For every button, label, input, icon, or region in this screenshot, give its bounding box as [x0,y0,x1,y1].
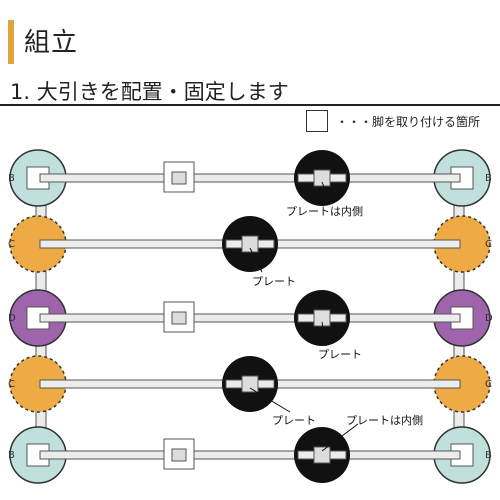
row-label: B [8,450,15,461]
leader-line [321,423,359,452]
callout-leaders [249,181,359,452]
callout-plate-inner: プレートは内側 [346,413,423,427]
header-accent-bar [8,20,14,64]
joint-plate [171,171,187,185]
row-label: D [8,313,16,324]
joint-plate [313,446,331,464]
girder-beam [39,313,461,323]
step-title: 1. 大引きを配置・固定します [10,80,289,104]
row-label: B [485,450,492,461]
row-c-lower: C C [8,355,492,413]
row-d-middle: D D [8,289,493,347]
end-circle-right [433,355,491,413]
legend-square-icon [306,110,328,132]
row-label: B [485,173,492,184]
row-label: C [8,379,15,390]
leader-line [321,181,331,203]
legend-text: ・・・脚を取り付ける箇所 [336,115,481,129]
row-label: D [485,313,493,324]
joint-plate [241,235,259,253]
row-label: C [485,379,492,390]
girder-beam [39,450,461,460]
joint-plate [241,375,259,393]
row-label: C [485,239,492,250]
end-circle-right [433,215,491,273]
leader-line [249,247,263,273]
leader-line [321,321,327,347]
joint-plate [171,448,187,462]
joint-plate [313,169,331,187]
callout-plate: プレート [252,275,296,288]
step-divider [0,104,500,106]
callout-plate: プレート [318,348,362,361]
section-title: 組立 [24,28,79,58]
girder-beam [39,173,461,183]
callout-plate: プレート [272,414,316,427]
row-b-top: B B [8,149,492,207]
leader-line [249,387,291,413]
joint-plate [313,309,331,327]
joint-plate [171,311,187,325]
row-b-bottom: B B [8,426,492,484]
row-label: C [8,239,15,250]
row-label: B [8,173,15,184]
row-c-upper: C C [8,215,492,273]
callout-plate-inner: プレートは内側 [286,204,363,218]
